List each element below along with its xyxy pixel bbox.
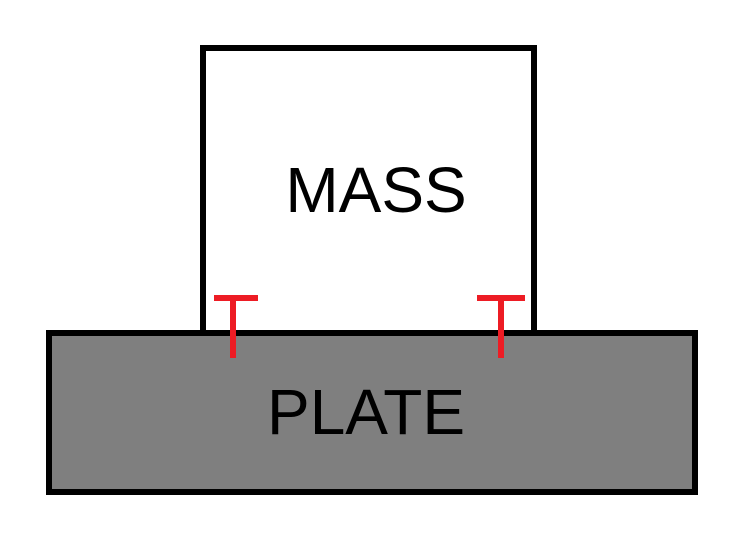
right-connector — [477, 295, 525, 358]
mass-block — [200, 45, 537, 341]
mass-label: MASS — [285, 154, 466, 226]
plate-label: PLATE — [267, 376, 465, 448]
left-connector — [214, 295, 258, 358]
plate-block — [46, 330, 698, 495]
